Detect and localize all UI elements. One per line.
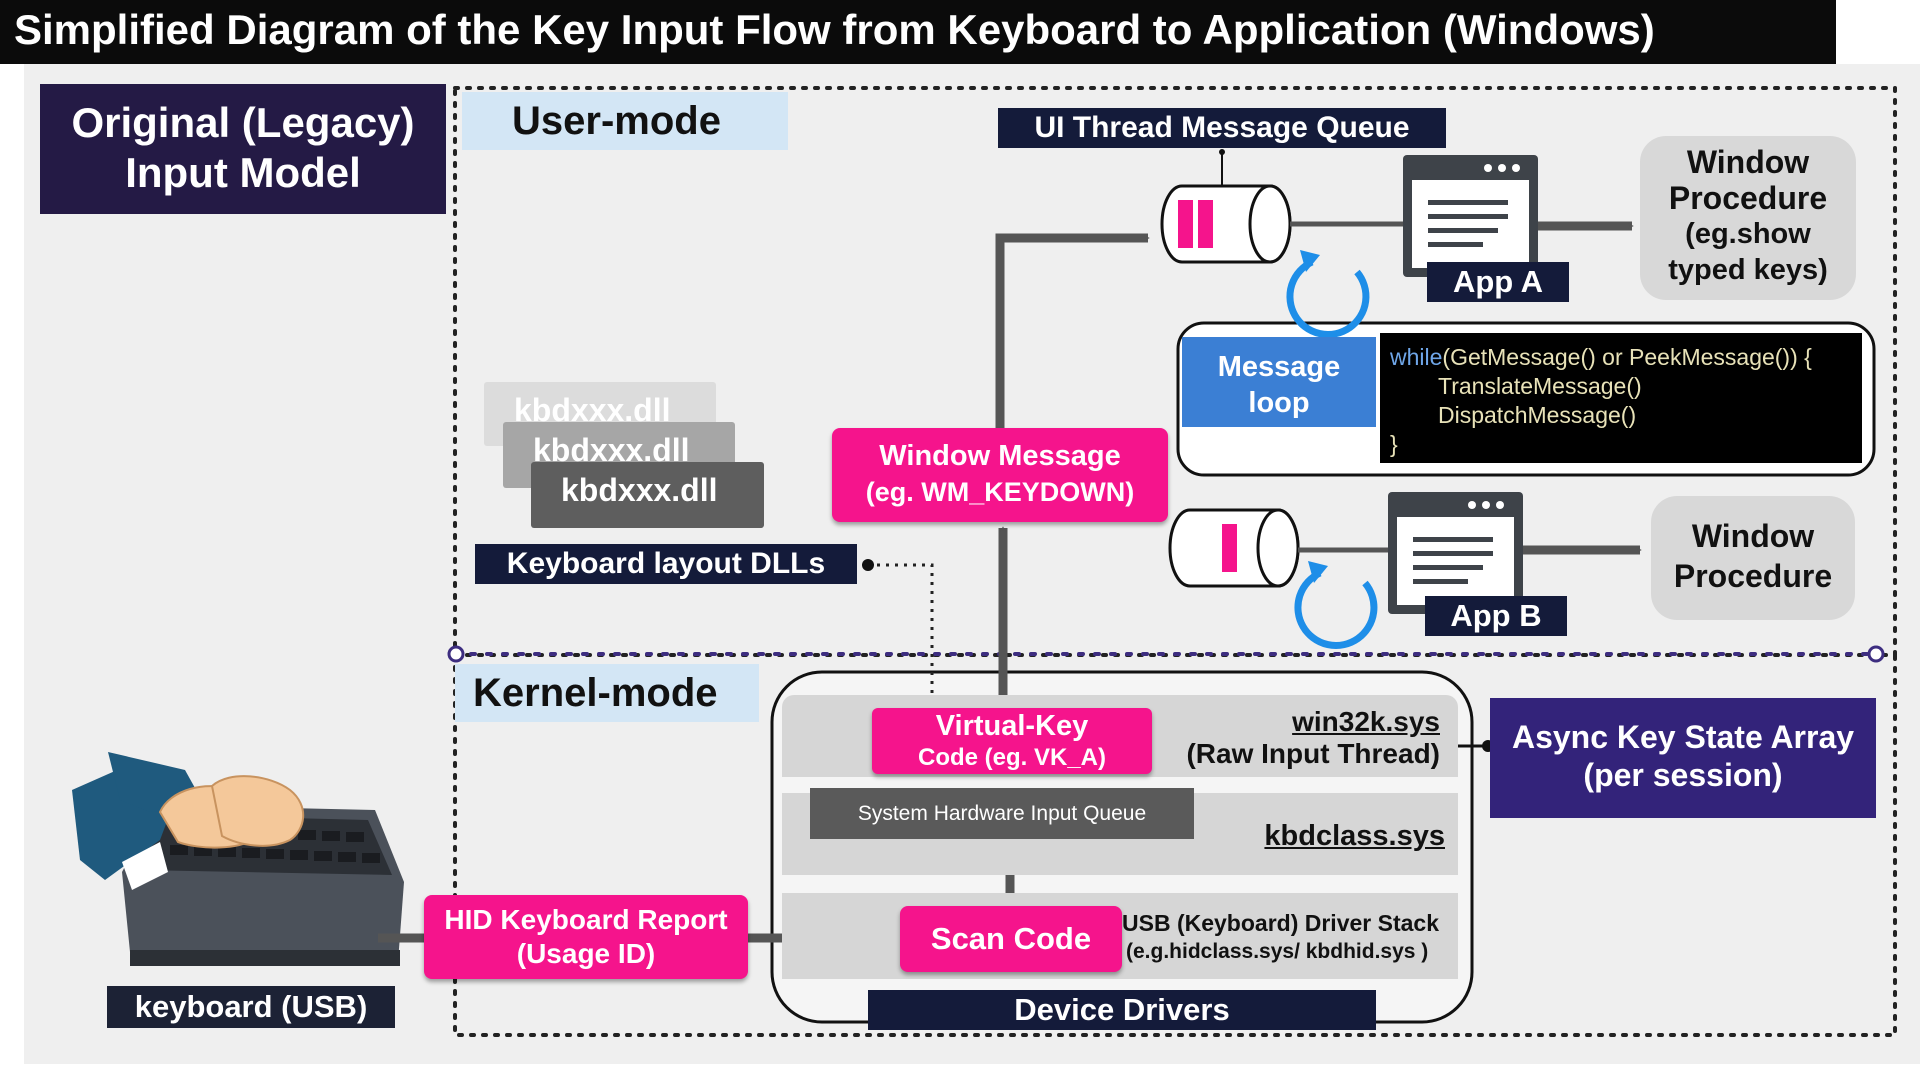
code-line1: (GetMessage() or PeekMessage()) {: [1442, 344, 1812, 370]
mode-divider-right-dot: [1867, 645, 1885, 663]
dll-connector: [868, 563, 934, 705]
procedure-b-line: Procedure: [1673, 558, 1833, 594]
keyboard-label: keyboard (USB): [107, 986, 395, 1028]
hid-report-line2: (Usage ID): [516, 938, 656, 969]
code-line4: }: [1390, 431, 1398, 457]
procedure-a-line: (eg.show: [1685, 218, 1811, 250]
kernel-mode-border: [453, 653, 1897, 1037]
keyboard-dlls-label: Keyboard layout DLLs: [475, 544, 857, 584]
hid-report-line1: HID Keyboard Report: [444, 904, 728, 935]
dll-card-front: kbdxxx.dll: [531, 462, 764, 528]
async-key-state-box: Async Key State Array (per session): [1490, 698, 1876, 818]
procedure-a-line: typed keys): [1668, 254, 1828, 286]
virtual-key-box: Virtual-Key Code (eg. VK_A): [872, 708, 1152, 774]
mode-divider-left-dot: [447, 645, 465, 663]
kernel-mode-label: Kernel-mode: [455, 664, 759, 722]
code-keyword-while: while: [1390, 344, 1443, 370]
user-mode-label: User-mode: [462, 92, 788, 150]
window-message-line1: Window Message: [879, 440, 1121, 472]
win32k-sub: (Raw Input Thread): [1186, 738, 1440, 769]
usb-stack-line2: (e.g.hidclass.sys/ kbdhid.sys ): [1126, 940, 1429, 963]
message-loop-label: Message loop: [1182, 337, 1376, 427]
app-b-label: App B: [1425, 596, 1567, 636]
message-loop-code: while(GetMessage() or PeekMessage()) { T…: [1380, 333, 1862, 463]
window-message-line2: (eg. WM_KEYDOWN): [865, 477, 1135, 507]
title-bar: Simplified Diagram of the Key Input Flow…: [0, 0, 1836, 64]
queue-cylinder-icon: [1168, 508, 1300, 588]
ui-queue-label: UI Thread Message Queue: [998, 108, 1446, 148]
arrow-window-message-to-queue-a: [995, 233, 1150, 428]
window-procedure-b: Window Procedure: [1651, 496, 1855, 620]
loop-arrow-icon: [1286, 250, 1370, 338]
code-line2: TranslateMessage(): [1438, 373, 1642, 399]
legacy-model-box: Original (Legacy) Input Model: [40, 84, 446, 214]
win32k-name: win32k.sys: [1292, 706, 1440, 737]
app-window-icon: [1388, 492, 1523, 614]
code-line3: DispatchMessage(): [1438, 402, 1637, 428]
dll-connector-dot: [862, 559, 874, 571]
virtual-key-line2: Code (eg. VK_A): [917, 744, 1106, 771]
usb-stack-line1: USB (Keyboard) Driver Stack: [1122, 910, 1439, 936]
hid-report-box: HID Keyboard Report (Usage ID): [424, 895, 748, 979]
async-key-state-line1: Async Key State Array: [1511, 719, 1855, 755]
message-loop-line: loop: [1248, 387, 1310, 419]
window-procedure-a: Window Procedure (eg.show typed keys): [1640, 136, 1856, 300]
procedure-a-line: Window: [1686, 144, 1810, 180]
queue-cylinder-icon: [1160, 149, 1292, 264]
procedure-b-line: Window: [1691, 518, 1815, 554]
scan-code-box: Scan Code: [900, 906, 1122, 972]
window-message-box: Window Message (eg. WM_KEYDOWN): [832, 428, 1168, 522]
message-loop-line: Message: [1217, 351, 1341, 383]
kbdclass-name: kbdclass.sys: [1264, 820, 1445, 852]
device-drivers-label: Device Drivers: [868, 990, 1376, 1030]
legacy-model-line2: Input Model: [125, 149, 361, 196]
procedure-a-line: Procedure: [1668, 180, 1828, 216]
virtual-key-line1: Virtual-Key: [935, 710, 1089, 742]
legacy-model-line1: Original (Legacy): [71, 99, 415, 146]
keyboard-hands-icon: [72, 752, 404, 966]
loop-arrow-icon: [1294, 561, 1378, 649]
app-a-label: App A: [1427, 262, 1569, 302]
page-title: Simplified Diagram of the Key Input Flow…: [14, 6, 1655, 53]
async-key-state-line2: (per session): [1583, 757, 1783, 793]
app-window-icon: [1403, 155, 1538, 277]
hw-input-queue: System Hardware Input Queue: [810, 788, 1194, 839]
